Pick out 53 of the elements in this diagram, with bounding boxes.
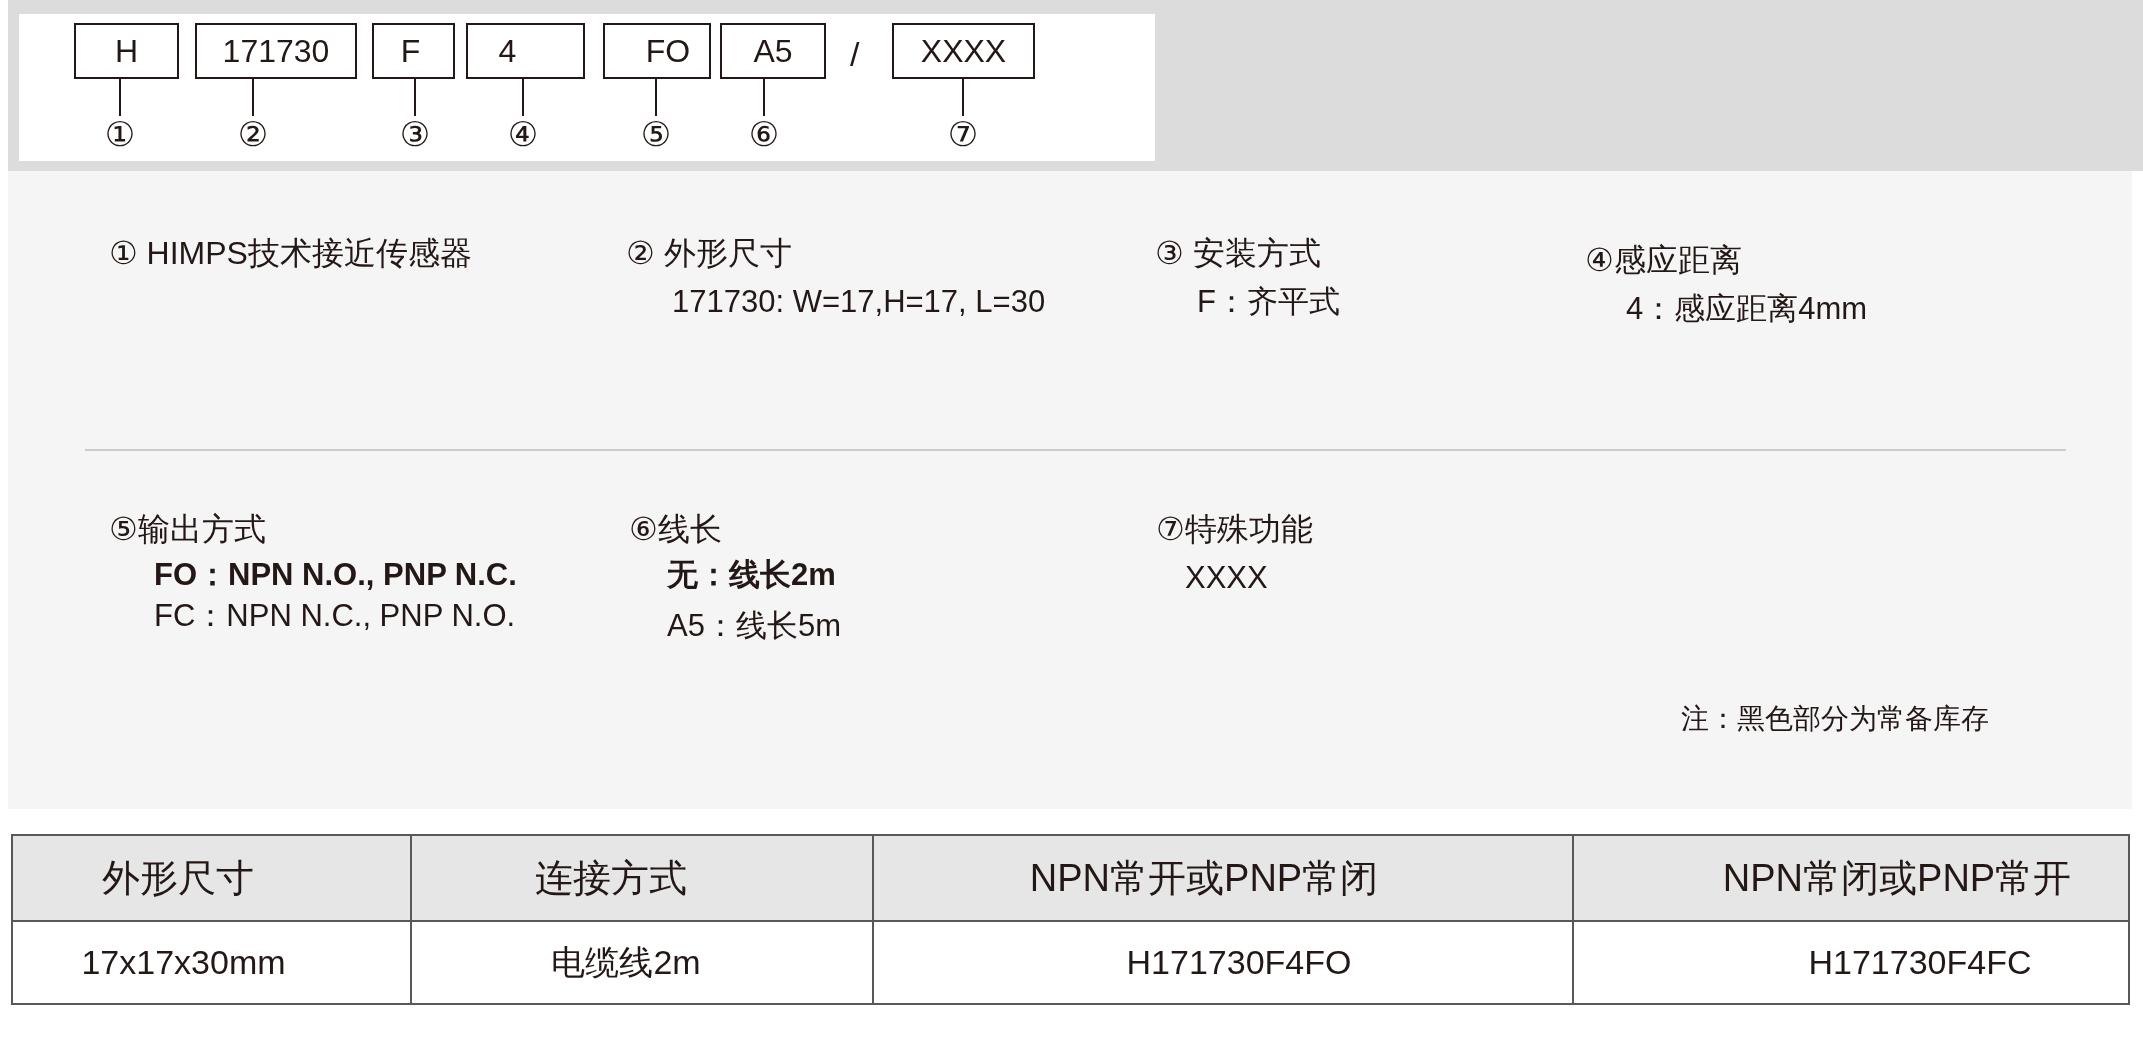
- table-cell: H171730F4FC: [1573, 921, 2129, 1004]
- option-text: FC：NPN N.C., PNP N.O.: [154, 597, 516, 635]
- callout-number: ②: [233, 116, 273, 152]
- segment-code: H: [114, 31, 139, 71]
- column-header: 外形尺寸: [12, 835, 411, 921]
- code-segment-box: [720, 23, 826, 79]
- column-header: NPN常开或PNP常闭: [873, 835, 1573, 921]
- callout-number: ①: [100, 116, 140, 152]
- section-heading: ④感应距离: [1585, 240, 1742, 280]
- segment-code: A5: [753, 31, 793, 71]
- segment-code: XXXX: [920, 31, 1007, 71]
- leader-line: [252, 78, 254, 117]
- leader-line: [522, 78, 524, 117]
- leader-line: [119, 78, 121, 117]
- note-text: 注：黑色部分为常备库存: [1681, 702, 1989, 736]
- segment-code: 171730: [222, 31, 330, 71]
- option-text: 无：线长2m: [667, 556, 836, 594]
- table-cell: 电缆线2m: [411, 921, 873, 1004]
- segment-code: FO: [645, 31, 691, 71]
- code-segment-box: [466, 23, 585, 79]
- callout-number: ⑥: [744, 116, 784, 152]
- leader-line: [763, 78, 765, 117]
- section-heading: ⑤输出方式: [109, 509, 266, 549]
- code-segment-box: [372, 23, 455, 79]
- option-text: A5：线长5m: [667, 607, 841, 645]
- leader-line: [414, 78, 416, 117]
- code-segment-box: [195, 23, 357, 79]
- column-header: NPN常闭或PNP常开: [1573, 835, 2129, 921]
- section-heading: ② 外形尺寸: [626, 233, 792, 273]
- option-text: 171730: W=17,H=17, L=30: [672, 283, 1046, 321]
- table-cell: 17x17x30mm: [12, 921, 411, 1004]
- section-heading: ① HIMPS技术接近传感器: [109, 233, 472, 273]
- column-header: 连接方式: [411, 835, 873, 921]
- section-heading: ⑦特殊功能: [1156, 509, 1313, 549]
- callout-number: ⑤: [636, 116, 676, 152]
- option-text: XXXX: [1185, 559, 1268, 597]
- slash-separator: /: [850, 33, 860, 75]
- code-segment-box: [74, 23, 179, 79]
- segment-code: 4: [498, 31, 517, 71]
- leader-line: [655, 78, 657, 117]
- section-heading: ⑥线长: [629, 509, 722, 549]
- callout-number: ③: [395, 116, 435, 152]
- segment-code: F: [400, 31, 421, 71]
- callout-number: ⑦: [943, 116, 983, 152]
- option-text: F：齐平式: [1197, 283, 1340, 321]
- option-text: FO：NPN N.O., PNP N.C.: [154, 556, 517, 594]
- code-segment-box: [603, 23, 711, 79]
- leader-line: [962, 78, 964, 117]
- option-text: 4：感应距离4mm: [1626, 290, 1868, 328]
- callout-number: ④: [503, 116, 543, 152]
- table-cell: H171730F4FO: [873, 921, 1573, 1004]
- section-heading: ③ 安装方式: [1155, 233, 1321, 273]
- code-segment-box: [892, 23, 1035, 79]
